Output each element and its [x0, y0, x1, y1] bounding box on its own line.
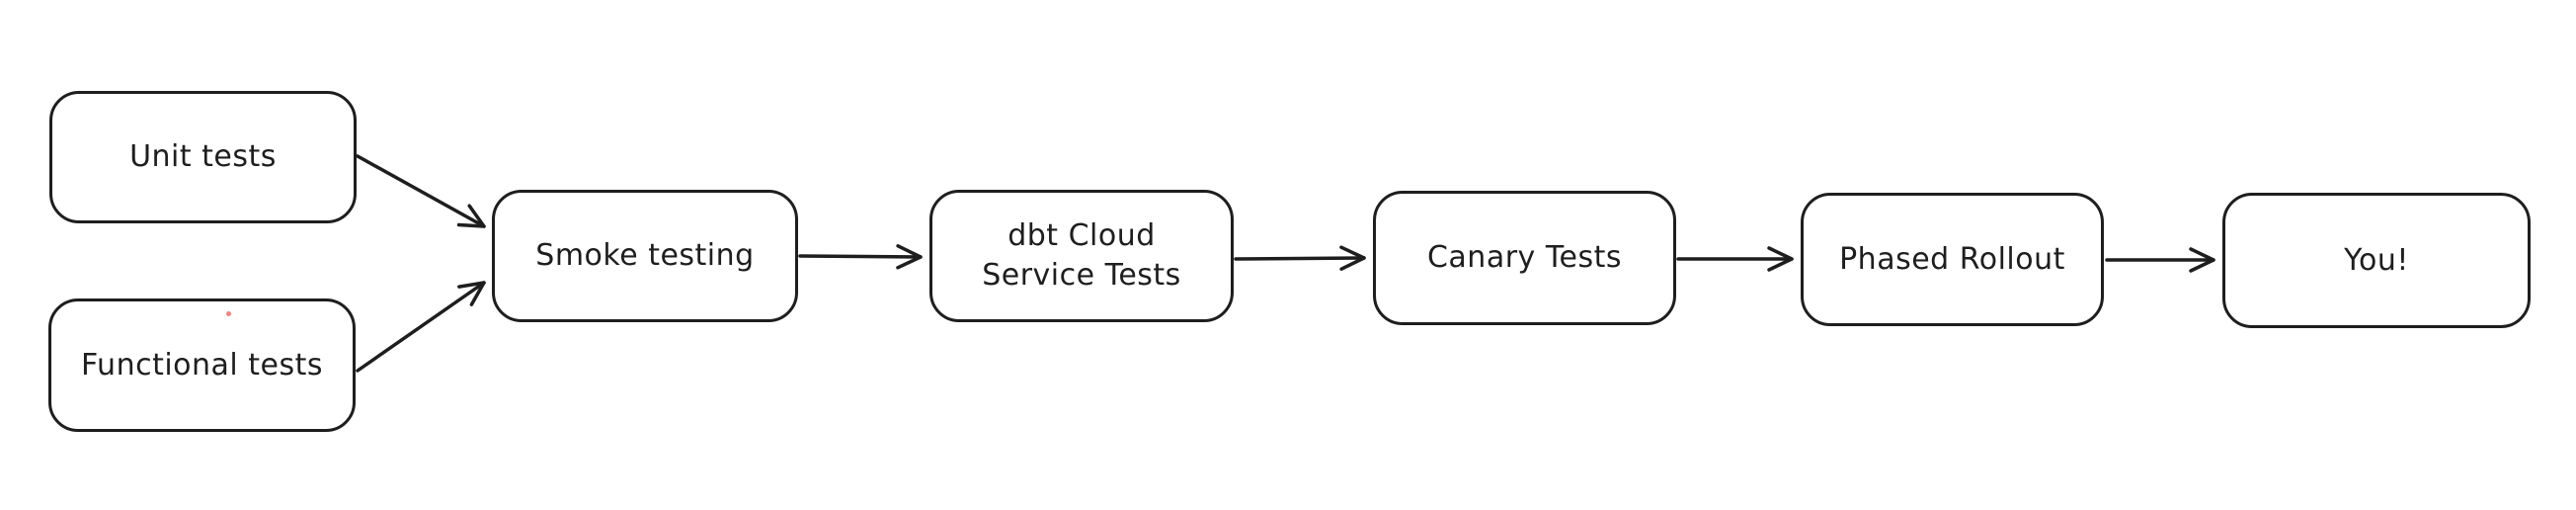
stray-red-dot — [226, 311, 231, 316]
node-functional-tests-label: Functional tests — [80, 347, 324, 382]
node-you-label: You! — [2344, 242, 2409, 278]
edge-unit-tests-to-smoke-testing — [356, 154, 486, 228]
node-unit-tests-label: Unit tests — [129, 139, 277, 175]
node-you: You! — [2222, 193, 2531, 328]
node-functional-tests: Functional tests — [48, 298, 356, 432]
node-smoke-testing: Smoke testing — [492, 190, 798, 322]
node-phased-rollout-label: Phased Rollout — [1839, 241, 2065, 277]
node-dbt-cloud-service-tests-label: dbt Cloud Service Tests — [982, 218, 1181, 293]
edge-dbt-cloud-service-tests-to-canary-tests — [1234, 245, 1366, 271]
node-unit-tests: Unit tests — [49, 91, 357, 223]
node-smoke-testing-label: Smoke testing — [535, 238, 755, 274]
edge-functional-tests-to-smoke-testing — [356, 281, 486, 373]
node-canary-tests-label: Canary Tests — [1426, 240, 1623, 276]
node-dbt-cloud-service-tests: dbt Cloud Service Tests — [929, 190, 1234, 322]
edge-smoke-testing-to-dbt-cloud-service-tests — [798, 244, 923, 270]
node-canary-tests: Canary Tests — [1373, 191, 1676, 325]
node-phased-rollout: Phased Rollout — [1801, 193, 2104, 326]
